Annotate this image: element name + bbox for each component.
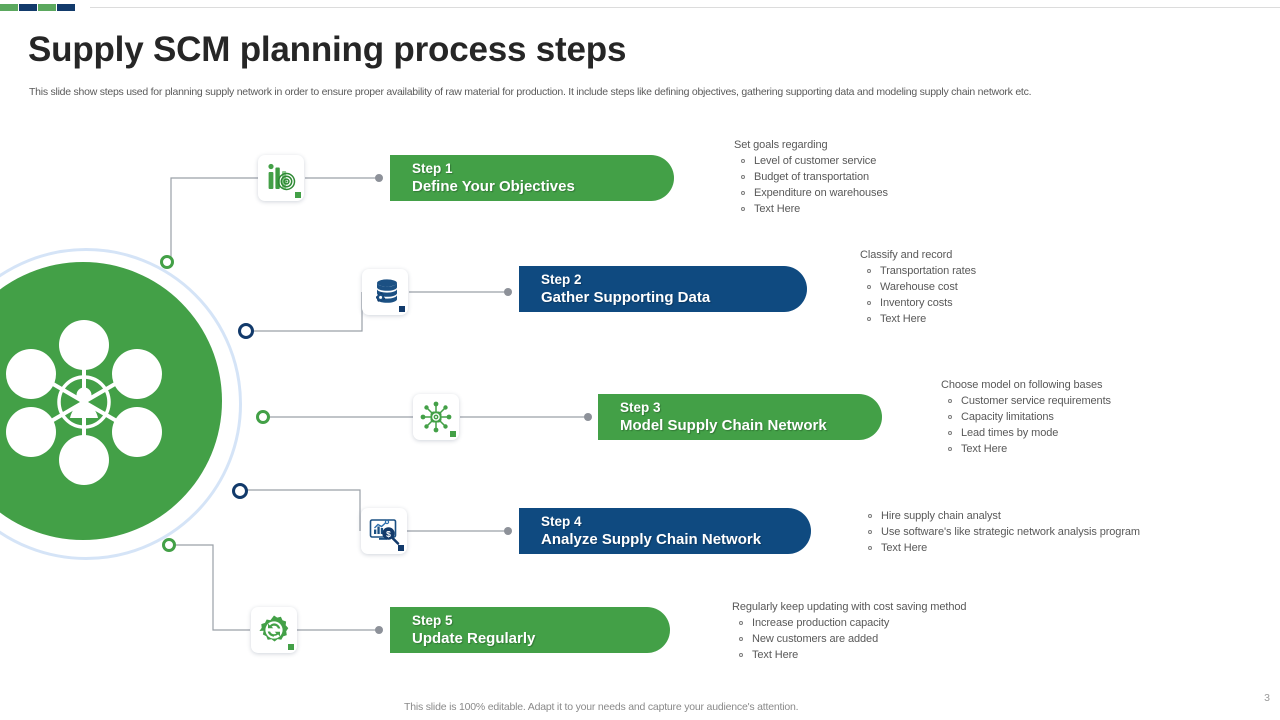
step-detail-3: Choose model on following bases Customer… [941,377,1111,457]
step-detail-5-heading: Regularly keep updating with cost saving… [732,601,967,613]
step-banner-5-title: Update Regularly [412,630,536,647]
step-detail-4-list: Hire supply chain analyst Use software's… [861,508,1140,556]
tile-corner-accent [398,545,404,551]
tile-corner-accent [288,644,294,650]
page-title: Supply SCM planning process steps [28,30,627,69]
connector-dot-step4 [504,527,512,535]
list-item: Hire supply chain analyst [868,508,1140,524]
step-banner-1-label: Step 1 [412,161,453,176]
deco-segment-1 [0,4,18,11]
step-detail-4: Hire supply chain analyst Use software's… [861,508,1140,556]
icon-tile-step4[interactable]: $ [361,508,407,554]
step-banner-1-title: Define Your Objectives [412,178,575,195]
step-detail-5-list: Increase production capacity New custome… [732,615,966,663]
step-banner-2-title: Gather Supporting Data [541,289,711,306]
icon-tile-step3[interactable] [413,394,459,440]
list-item: Inventory costs [866,295,976,311]
list-item: Capacity limitations [948,409,1111,425]
connector-dot-step1 [375,174,383,182]
list-item: Text Here [866,311,976,327]
step-banner-4-label: Step 4 [541,514,582,529]
list-item: Level of customer service [741,153,888,169]
list-item: Text Here [738,647,966,663]
list-item: Transportation rates [866,265,977,277]
database-gear-icon [376,279,397,303]
step-detail-1-heading: Set goals regarding [734,139,828,151]
step-banner-3[interactable]: Step 3 Model Supply Chain Network [598,394,886,444]
step-detail-3-list: Customer service requirements Capacity l… [941,393,1111,457]
step-banner-2-label: Step 2 [541,272,582,287]
step-detail-2: Classify and record Transportation rates… [860,247,976,327]
step-banner-1[interactable]: Step 1 Define Your Objectives [390,155,678,205]
footer-note: This slide is 100% editable. Adapt it to… [404,701,799,713]
top-rule [90,7,1280,8]
deco-segment-4 [57,4,75,11]
list-item: New customers are added [738,631,966,647]
connector-dot-step3 [584,413,592,421]
ring-node-step4[interactable] [232,483,248,499]
list-item: Customer service requirements [948,395,1111,407]
list-item: Text Here [868,540,1140,556]
step-detail-3-heading: Choose model on following bases [941,379,1103,391]
tile-corner-accent [450,431,456,437]
ring-node-step1[interactable] [160,255,174,269]
step-banner-4[interactable]: Step 4 Analyze Supply Chain Network [519,508,815,558]
list-item: Lead times by mode [948,425,1111,441]
step-banner-4-title: Analyze Supply Chain Network [541,531,762,548]
chart-magnifier-dollar-icon: $ [369,519,400,545]
page-number: 3 [1264,692,1270,704]
network-nodes-icon [420,401,452,433]
tile-corner-accent [295,192,301,198]
list-item: Text Here [948,441,1111,457]
step-banner-3-label: Step 3 [620,400,661,415]
step-detail-1-list: Level of customer service Budget of tran… [734,153,888,217]
hub-green-disc [0,262,222,540]
bar-chart-target-icon [268,163,296,191]
deco-segment-2 [19,4,37,11]
step-banner-2[interactable]: Step 2 Gather Supporting Data [519,266,811,316]
connector-dot-step5 [375,626,383,634]
ring-node-step5[interactable] [162,538,176,552]
tile-corner-accent [399,306,405,312]
ring-node-step3[interactable] [256,410,270,424]
list-item: Text Here [741,201,888,217]
gear-refresh-icon [259,615,289,642]
icon-tile-step2[interactable] [362,269,408,315]
deco-segment-3 [38,4,56,11]
list-item: Increase production capacity [738,615,966,631]
svg-text:$: $ [386,529,391,539]
top-decorative-bar [0,4,1280,11]
connector-dot-step2 [504,288,512,296]
step-detail-2-list: Transportation rates Warehouse cost Inve… [860,263,976,327]
step-detail-5: Regularly keep updating with cost saving… [732,599,966,663]
page-subtitle: This slide show steps used for planning … [29,86,1032,98]
icon-tile-step1[interactable] [258,155,304,201]
ring-node-step2[interactable] [238,323,254,339]
step-banner-5-label: Step 5 [412,613,453,628]
list-item: Budget of transportation [741,169,888,185]
network-hub-people-icon [6,320,162,485]
list-item: Expenditure on warehouses [741,187,888,199]
list-item: Warehouse cost [866,279,976,295]
supply-network-hub-graphic [0,248,242,560]
step-banner-3-title: Model Supply Chain Network [620,417,827,434]
icon-tile-step5[interactable] [251,607,297,653]
step-detail-1: Set goals regarding Level of customer se… [734,137,888,217]
step-banner-5[interactable]: Step 5 Update Regularly [390,607,674,657]
list-item: Use software's like strategic network an… [868,526,1140,538]
step-detail-2-heading: Classify and record [860,249,953,261]
